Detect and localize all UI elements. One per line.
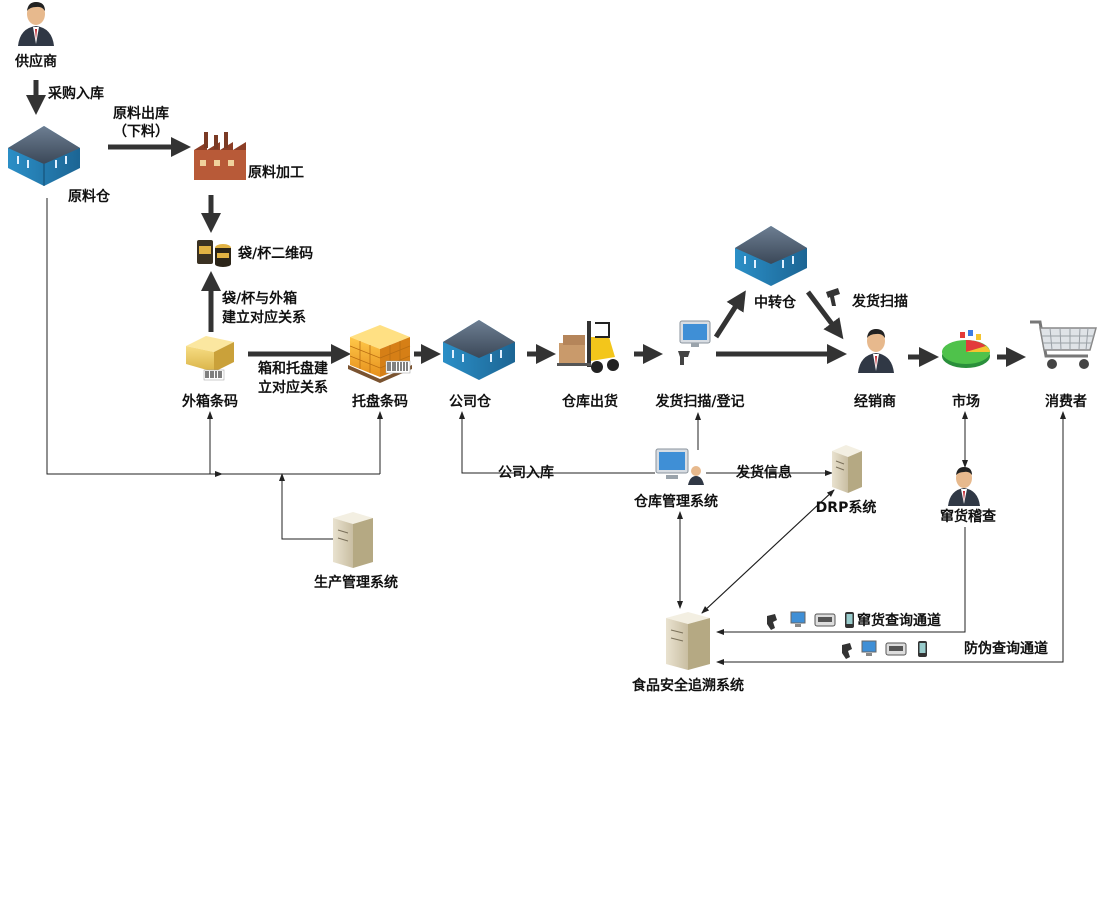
- node-food-safety-trace-system-label: 食品安全追溯系统: [632, 678, 744, 694]
- arrow-transfer-to-distributor: [806, 290, 844, 340]
- node-supplier-label: 供应商: [15, 54, 57, 70]
- query-device-icons-anti-fake: [842, 640, 927, 659]
- edge-bag-box-link-label-2: 建立对应关系: [222, 310, 306, 326]
- scan-terminal-icon: [678, 320, 711, 365]
- node-transfer-warehouse-label: 中转仓: [754, 295, 796, 311]
- server-icon: [333, 512, 373, 568]
- pos-terminal-icon: [885, 642, 907, 656]
- warehouse-icon: [735, 226, 807, 286]
- mobile-icon: [845, 612, 854, 628]
- line-trace-to-drp: [701, 489, 835, 614]
- edge-purchase-inbound-label: 采购入库: [48, 86, 104, 102]
- mobile-icon: [918, 641, 927, 657]
- node-cross-region-inspection-label: 窜货稽查: [940, 509, 996, 525]
- main-flow-arrows: [26, 80, 1026, 367]
- phone-icon: [842, 643, 852, 659]
- pos-terminal-icon: [814, 613, 836, 627]
- server-icon: [666, 612, 710, 670]
- warehouse-icon: [443, 320, 515, 380]
- server-icon: [832, 445, 862, 493]
- warehouse-icon: [8, 126, 80, 186]
- cup-package-icon: [197, 240, 231, 267]
- edge-ship-scan-label: 发货扫描: [852, 294, 908, 310]
- node-distributor-label: 经销商: [854, 394, 896, 410]
- person-icon: [858, 329, 894, 373]
- shopping-cart-icon: [1030, 320, 1097, 369]
- info-flow-lines: [46, 198, 1066, 665]
- node-warehouse-outbound-label: 仓库出货: [562, 394, 618, 410]
- edge-raw-outbound-label-2: （下料）: [113, 124, 169, 140]
- edge-ship-info-label: 发货信息: [736, 465, 792, 481]
- node-company-warehouse-label: 公司仓: [449, 394, 491, 410]
- node-pallet-code-label: 托盘条码: [352, 394, 408, 410]
- edge-company-inbound-label: 公司入库: [498, 465, 554, 481]
- node-bag-cup-qr-label: 袋/杯二维码: [238, 246, 314, 262]
- line-raw-warehouse-to-production: [46, 198, 380, 475]
- barcode-scanner-icon: [826, 288, 840, 306]
- node-consumer-label: 消费者: [1045, 394, 1087, 410]
- pallet-icon: [348, 325, 412, 383]
- factory-icon: [194, 132, 246, 180]
- node-raw-warehouse-label: 原料仓: [68, 189, 110, 205]
- phone-icon: [767, 614, 777, 630]
- line-production-system: [279, 473, 335, 540]
- node-warehouse-mgmt-system-label: 仓库管理系统: [634, 494, 718, 510]
- market-pie-icon: [942, 330, 990, 368]
- outer-box-icon: [186, 336, 234, 381]
- edge-bag-box-link-label-1: 袋/杯与外箱: [222, 291, 298, 307]
- person-icon: [18, 2, 54, 46]
- edge-cross-region-query-channel-label: 窜货查询通道: [857, 613, 941, 629]
- query-device-icons-cross-region: [767, 611, 854, 630]
- edge-anti-fake-query-channel-label: 防伪查询通道: [964, 641, 1048, 657]
- line-company-inbound: [459, 411, 655, 474]
- node-market-label: 市场: [952, 394, 980, 410]
- node-raw-processing-label: 原料加工: [248, 165, 304, 181]
- computer-user-icon: [655, 448, 704, 485]
- edge-box-pallet-link-label-1: 箱和托盘建: [258, 361, 328, 377]
- node-production-mgmt-system-label: 生产管理系统: [314, 575, 398, 591]
- edge-raw-outbound-label-1: 原料出库: [113, 106, 169, 122]
- pc-icon: [861, 640, 877, 656]
- person-icon: [948, 467, 980, 506]
- node-ship-scan-register-label: 发货扫描/登记: [655, 394, 745, 410]
- pc-icon: [790, 611, 806, 627]
- line-cross-region-query: [716, 527, 966, 635]
- edge-box-pallet-link-label-2: 立对应关系: [258, 380, 328, 396]
- line-anti-fake-query: [716, 412, 1064, 665]
- node-outer-box-code-label: 外箱条码: [182, 394, 238, 410]
- forklift-icon: [557, 321, 619, 373]
- node-drp-system-label: DRP系统: [815, 500, 877, 516]
- arrow-scan-to-transfer: [713, 290, 746, 339]
